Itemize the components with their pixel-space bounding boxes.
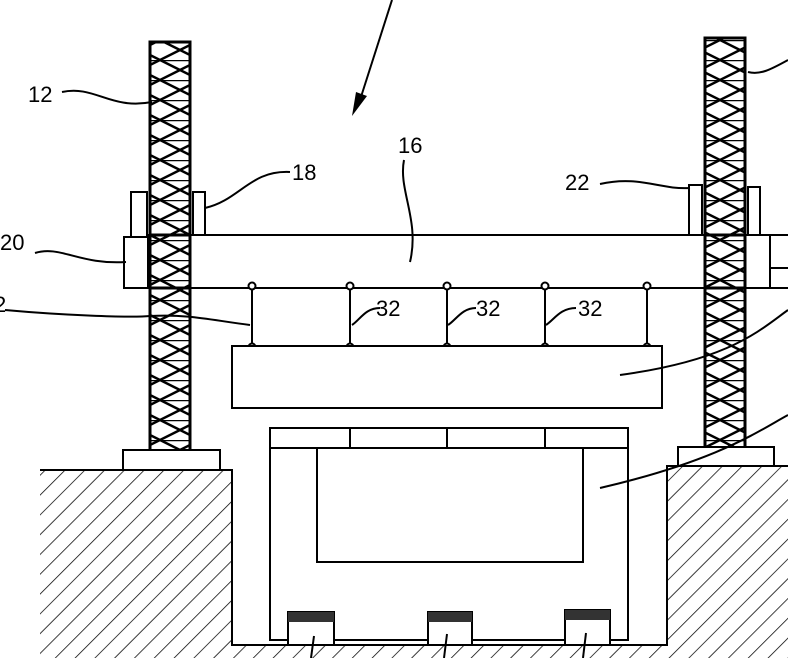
lower-plate — [232, 346, 662, 408]
label-2: 2 — [0, 292, 6, 317]
beam-16 — [124, 235, 788, 288]
end-block-20 — [124, 237, 148, 288]
label-32-c: 32 — [578, 296, 602, 321]
post-18 — [193, 192, 205, 235]
assembly-arrow — [352, 0, 392, 116]
label-16: 16 — [398, 133, 422, 158]
post-22 — [689, 185, 702, 235]
vessel — [270, 428, 628, 640]
end-block-right — [770, 235, 788, 288]
label-22: 22 — [565, 170, 589, 195]
post — [748, 187, 760, 235]
leader-lines — [5, 60, 788, 488]
post — [131, 192, 147, 237]
label-32-b: 32 — [476, 296, 500, 321]
label-20: 20 — [0, 230, 24, 255]
label-32-a: 32 — [376, 296, 400, 321]
label-12: 12 — [28, 82, 52, 107]
label-18: 18 — [292, 160, 316, 185]
